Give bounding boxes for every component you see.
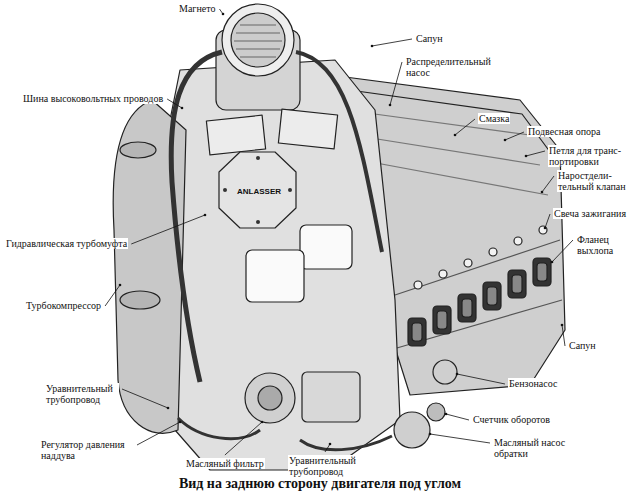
name-plate bbox=[206, 115, 265, 155]
leader-dot bbox=[119, 284, 122, 287]
compressor-duct bbox=[113, 100, 186, 433]
leader-line bbox=[562, 325, 565, 346]
leader-dot bbox=[454, 134, 457, 137]
leader-dot bbox=[456, 373, 459, 376]
balance-pipe bbox=[178, 418, 392, 450]
fuel-pump bbox=[433, 360, 457, 384]
leader-line bbox=[122, 389, 168, 408]
part-label: Подвесная опора bbox=[527, 126, 602, 137]
leader-dot bbox=[541, 191, 544, 194]
part-label: Счетчик оборотов bbox=[472, 414, 551, 425]
leader-dot bbox=[504, 139, 507, 142]
leader-line bbox=[225, 422, 262, 455]
leader-line bbox=[167, 99, 182, 108]
part-label: Масляный насос обратки bbox=[493, 437, 573, 459]
hv-harness bbox=[296, 52, 382, 252]
leader-line bbox=[552, 240, 573, 262]
leader-line bbox=[325, 444, 330, 452]
leader-line bbox=[137, 422, 180, 445]
leader-line bbox=[542, 176, 554, 192]
leader-line bbox=[545, 214, 550, 228]
rear-housing bbox=[170, 60, 400, 470]
leader-line bbox=[505, 132, 524, 140]
leader-line bbox=[526, 151, 545, 156]
starter-cover bbox=[219, 152, 296, 228]
leader-dot bbox=[222, 13, 225, 16]
leader-dot bbox=[525, 155, 528, 158]
leader-dot bbox=[371, 45, 374, 48]
leader-line bbox=[457, 374, 505, 384]
leader-dot bbox=[551, 261, 554, 264]
magneto-cap bbox=[222, 4, 294, 76]
leader-dot bbox=[204, 214, 207, 217]
inspection-window bbox=[246, 250, 304, 302]
leader-dot bbox=[167, 407, 170, 410]
figure-caption: Вид на заднюю сторону двигателя под угло… bbox=[0, 476, 640, 492]
leader-line bbox=[455, 119, 475, 135]
leader-line bbox=[430, 434, 490, 443]
part-label: Магнето bbox=[178, 3, 216, 14]
leader-dot bbox=[429, 433, 432, 436]
leader-dot bbox=[329, 443, 332, 446]
accessory-block bbox=[302, 372, 360, 422]
part-label: Свеча зажигания bbox=[553, 208, 627, 219]
part-label: Шина высоковольтных проводов bbox=[22, 93, 164, 104]
part-label: Сапун bbox=[568, 340, 597, 351]
part-label: Гидравлическая турбомуфта bbox=[5, 238, 128, 249]
leader-dot bbox=[544, 227, 547, 230]
leader-dot bbox=[261, 421, 264, 424]
part-label: Уравнительный трубопровод bbox=[45, 383, 119, 405]
magneto-cap-inner bbox=[231, 13, 285, 67]
part-label: Сапун bbox=[415, 33, 444, 44]
leader-dot bbox=[389, 104, 392, 107]
leader-dot bbox=[179, 421, 182, 424]
oil-filter bbox=[245, 373, 295, 423]
inspection-window bbox=[300, 225, 352, 269]
magneto-grille bbox=[234, 25, 282, 57]
leader-dot bbox=[445, 413, 448, 416]
name-plate bbox=[278, 109, 337, 149]
spark-plug-row bbox=[414, 226, 547, 289]
duct-ring bbox=[120, 291, 160, 309]
block-edge bbox=[380, 240, 562, 350]
oil-filter-cap bbox=[258, 386, 282, 410]
part-label: Смазка bbox=[478, 113, 510, 124]
leader-line bbox=[131, 215, 205, 244]
plate-text: ANLASSER bbox=[236, 186, 282, 197]
cover-bolts bbox=[223, 156, 292, 224]
duct-ring bbox=[120, 142, 156, 158]
part-label: Наростдели- тельный клапан bbox=[557, 170, 635, 192]
part-label: Турбокомпрессор bbox=[25, 300, 102, 311]
leader-line bbox=[105, 285, 120, 306]
part-label: Распределительный насос bbox=[405, 56, 499, 78]
leader-line bbox=[390, 62, 402, 105]
leader-line bbox=[446, 414, 469, 420]
part-label: Уравнительный трубопровод bbox=[288, 455, 362, 477]
part-label: Петля для транс- портировки bbox=[548, 145, 634, 167]
leader-dot bbox=[181, 107, 184, 110]
leader-line bbox=[372, 39, 412, 46]
exhaust-flange-row bbox=[408, 258, 551, 346]
part-label: Масляный фильтр bbox=[185, 458, 265, 469]
part-label: Регулятор давления наддува bbox=[40, 439, 134, 461]
tacho-drive bbox=[427, 403, 445, 421]
part-label: Бензонасос bbox=[508, 378, 558, 389]
leader-dot bbox=[561, 324, 564, 327]
hv-harness bbox=[171, 52, 222, 382]
part-label: Фланец выхлопа bbox=[576, 234, 634, 256]
scavenge-pump bbox=[394, 412, 430, 448]
